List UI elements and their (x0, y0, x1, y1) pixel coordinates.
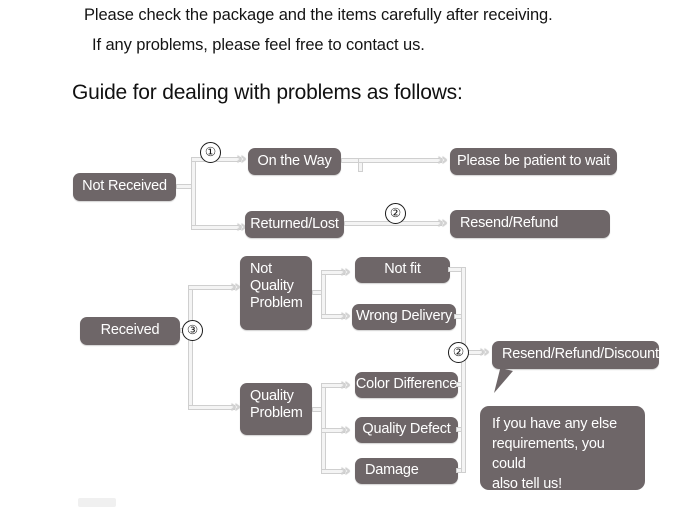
node-quality-defect: Quality Defect (355, 417, 458, 443)
connector-to-quality-defect (321, 428, 345, 433)
callout-line-2: requirements, you could (492, 436, 605, 472)
arrow-to-please-wait: » (437, 150, 448, 170)
node-resend-refund: Resend/Refund (450, 210, 610, 238)
connector-to-wrong-delivery (321, 314, 345, 319)
guide-title: Guide for dealing with problems as follo… (72, 81, 463, 104)
connector-to-color-difference (321, 383, 345, 388)
node-resend-refund-discount: Resend/Refund/Discount (492, 341, 659, 369)
node-damage: Damage (355, 458, 458, 484)
node-on-the-way: On the Way (248, 148, 341, 175)
arrow-to-resend-refund: » (437, 213, 448, 233)
intro-line-2: If any problems, please feel free to con… (92, 36, 425, 54)
arrow-to-damage: » (340, 461, 351, 481)
connector-nqp-bus (321, 270, 326, 319)
callout-line-3: also tell us! (492, 476, 562, 492)
arrow-to-resend-refund-discount: » (479, 342, 490, 362)
connector-to-quality-problem (188, 405, 235, 410)
callout-line-1: If you have any else (492, 416, 617, 432)
node-not-received: Not Received (73, 173, 176, 201)
node-quality-problem-line2: Problem (250, 405, 303, 422)
arrow-to-wrong-delivery: » (340, 306, 351, 326)
node-wrong-delivery: Wrong Delivery (352, 304, 456, 330)
node-returned-lost: Returned/Lost (245, 211, 344, 238)
node-color-difference: Color Difference (355, 372, 458, 398)
connector-to-please-wait (358, 158, 442, 163)
marker-2-bottom: ② (448, 342, 469, 363)
arrow-to-not-quality-problem: » (230, 277, 241, 297)
node-not-quality-problem-line3: Problem (250, 295, 303, 312)
intro-line-1: Please check the package and the items c… (84, 6, 553, 24)
arrow-to-quality-defect: » (340, 420, 351, 440)
marker-3: ③ (182, 320, 203, 341)
connector-received-bus (188, 285, 193, 410)
arrow-to-quality-problem: » (230, 397, 241, 417)
connector-to-damage (321, 469, 345, 474)
arrow-to-color-difference: » (340, 375, 351, 395)
connector-to-returned-lost (191, 225, 241, 230)
node-not-quality-problem: Not Quality Problem (240, 256, 312, 330)
connector-to-not-fit (321, 270, 345, 275)
node-quality-problem-line1: Quality (250, 388, 294, 404)
arrow-to-not-fit: » (340, 262, 351, 282)
callout-bubble: If you have any else requirements, you c… (480, 406, 645, 492)
node-not-quality-problem-line2: Quality (250, 278, 294, 295)
node-please-be-patient-to-wait: Please be patient to wait (450, 148, 617, 175)
arrow-to-returned-lost: » (236, 217, 247, 237)
arrow-to-on-the-way: » (236, 149, 247, 169)
marker-1: ① (200, 142, 221, 163)
marker-2-top: ② (385, 203, 406, 224)
node-not-quality-problem-line1: Not (250, 261, 272, 277)
node-quality-problem: Quality Problem (240, 383, 312, 435)
callout-tail (494, 367, 513, 397)
node-not-fit: Not fit (355, 257, 450, 283)
node-received: Received (80, 317, 180, 345)
connector-collector-bus (461, 267, 466, 473)
connector-not-received-bus (191, 157, 196, 230)
connector-to-not-quality-problem (188, 285, 235, 290)
page-artifact (78, 498, 116, 507)
